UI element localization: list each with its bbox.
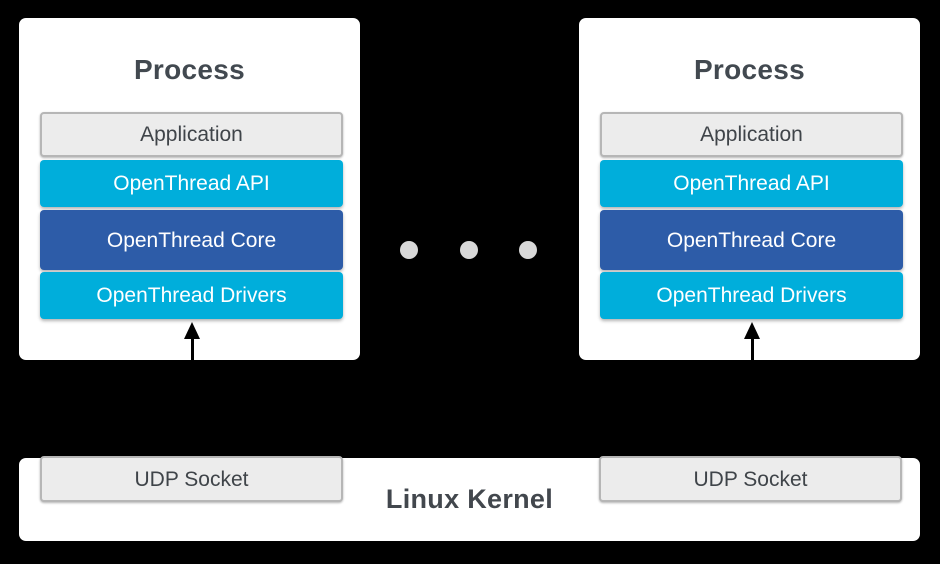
application-box: Application xyxy=(40,112,343,157)
openthread-api-box: OpenThread API xyxy=(600,160,903,207)
up-arrow-icon xyxy=(183,322,201,360)
linux-kernel-title: Linux Kernel xyxy=(385,484,554,514)
arrow-head xyxy=(744,322,760,339)
process-title: Process xyxy=(133,54,246,85)
udp-socket-box-left: UDP Socket xyxy=(40,456,343,502)
udp-socket-box-right: UDP Socket xyxy=(599,456,902,502)
arrow-shaft xyxy=(190,339,194,360)
layer-label: OpenThread Core xyxy=(106,228,277,252)
dot-icon xyxy=(400,241,418,259)
openthread-api-box: OpenThread API xyxy=(40,160,343,207)
layer-label: OpenThread API xyxy=(113,172,270,195)
udp-socket-label: UDP Socket xyxy=(134,467,249,491)
process-title: Process xyxy=(693,54,806,85)
layer-label: OpenThread Core xyxy=(666,228,837,252)
layer-label: OpenThread Drivers xyxy=(96,284,287,307)
arrow-head xyxy=(184,322,200,339)
layer-label: OpenThread Drivers xyxy=(656,284,847,307)
layer-label: OpenThread API xyxy=(673,172,830,195)
openthread-core-box: OpenThread Core xyxy=(40,210,343,270)
process-panel-left: Process Application OpenThread API OpenT… xyxy=(19,18,360,360)
ellipsis-dots xyxy=(400,241,537,259)
up-arrow-icon xyxy=(743,322,761,360)
linux-kernel-panel: Linux Kernel UDP Socket UDP Socket xyxy=(19,456,920,541)
openthread-core-box: OpenThread Core xyxy=(600,210,903,270)
arrow-shaft xyxy=(750,339,754,360)
dot-icon xyxy=(519,241,537,259)
layer-label: Application xyxy=(700,123,803,146)
process-panel-right: Process Application OpenThread API OpenT… xyxy=(579,18,920,360)
dot-icon xyxy=(459,241,478,259)
openthread-drivers-box: OpenThread Drivers xyxy=(40,272,343,319)
application-box: Application xyxy=(600,112,903,157)
udp-socket-label: UDP Socket xyxy=(693,467,808,491)
openthread-drivers-box: OpenThread Drivers xyxy=(600,272,903,319)
layer-label: Application xyxy=(140,123,243,146)
